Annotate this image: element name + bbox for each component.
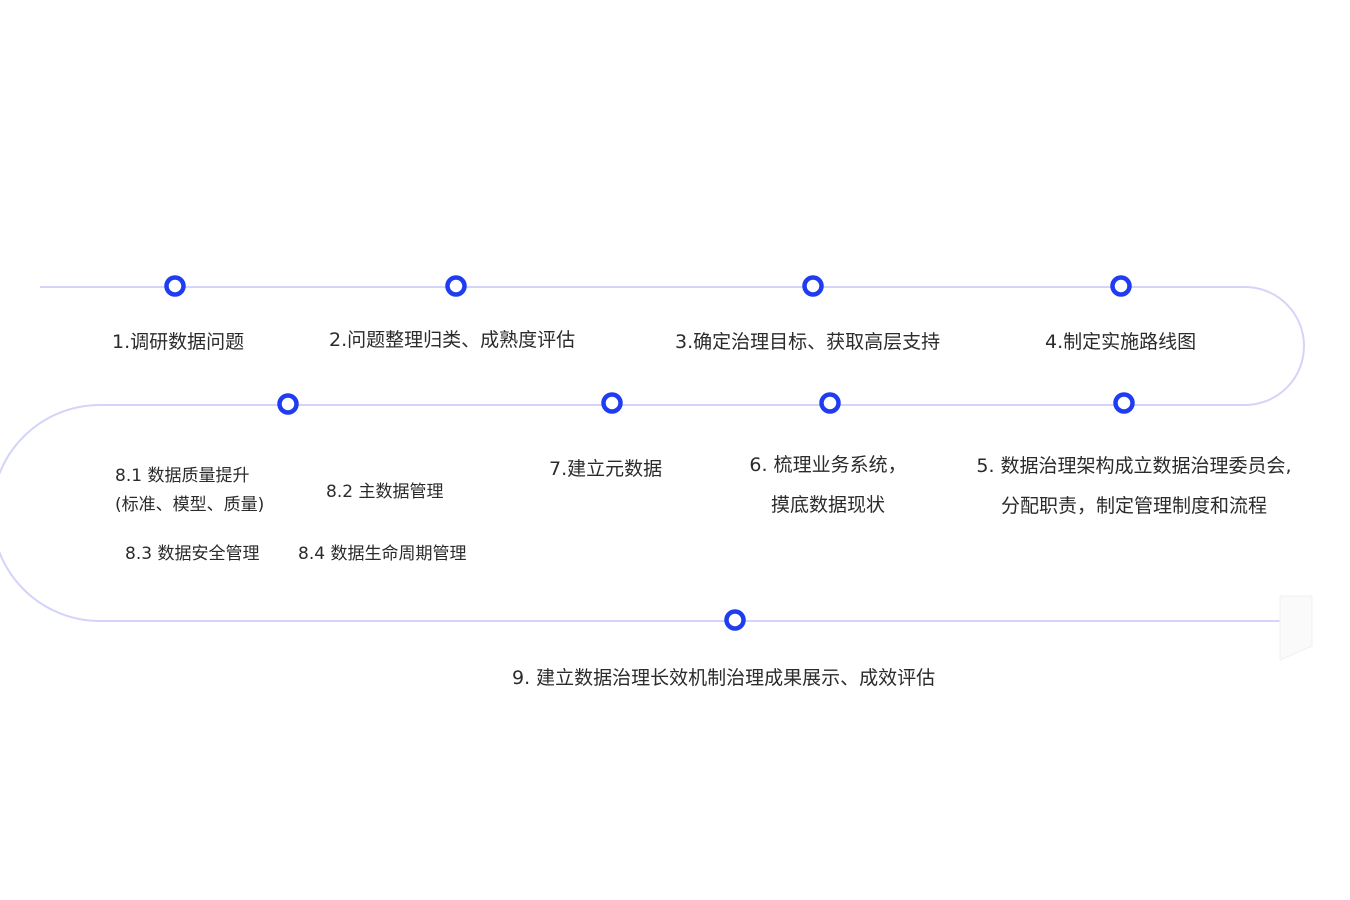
step-5-line2: 分配职责，制定管理制度和流程 xyxy=(1000,495,1267,517)
step-8-3-label: 8.3 数据安全管理 xyxy=(125,544,260,564)
roadmap-line xyxy=(0,286,1305,622)
step-5-line1: 5. 数据治理架构成立数据治理委员会, xyxy=(976,455,1292,477)
step-6-label: 6. 梳理业务系统， 摸底数据现状 xyxy=(749,454,906,516)
step-2-label: 2.问题整理归类、成熟度评估 xyxy=(329,329,576,351)
step-1-label: 1.调研数据问题 xyxy=(112,331,245,353)
node-step-5 xyxy=(1113,392,1135,414)
step-8-4-label: 8.4 数据生命周期管理 xyxy=(298,544,467,564)
node-step-4 xyxy=(1110,275,1132,297)
node-step-7 xyxy=(601,392,623,414)
end-arrow-icon xyxy=(1279,595,1313,661)
step-7-label: 7.建立元数据 xyxy=(549,458,663,480)
step-8-1-line1: 8.1 数据质量提升 xyxy=(115,466,250,486)
node-step-3 xyxy=(802,275,824,297)
node-step-8 xyxy=(277,393,299,415)
step-6-line2: 摸底数据现状 xyxy=(770,494,886,516)
node-step-1 xyxy=(164,275,186,297)
step-6-line1: 6. 梳理业务系统， xyxy=(749,454,907,476)
step-9-label: 9. 建立数据治理长效机制治理成果展示、成效评估 xyxy=(512,667,936,689)
node-step-6 xyxy=(819,392,841,414)
node-step-9 xyxy=(724,609,746,631)
node-step-2 xyxy=(445,275,467,297)
step-5-label: 5. 数据治理架构成立数据治理委员会, 分配职责，制定管理制度和流程 xyxy=(976,455,1291,517)
step-8-1-line2: (标准、模型、质量) xyxy=(115,495,265,515)
step-8-1-label: 8.1 数据质量提升 (标准、模型、质量) xyxy=(115,466,264,516)
step-3-label: 3.确定治理目标、获取高层支持 xyxy=(675,331,941,353)
step-8-2-label: 8.2 主数据管理 xyxy=(326,482,444,502)
step-4-label: 4.制定实施路线图 xyxy=(1045,331,1197,353)
